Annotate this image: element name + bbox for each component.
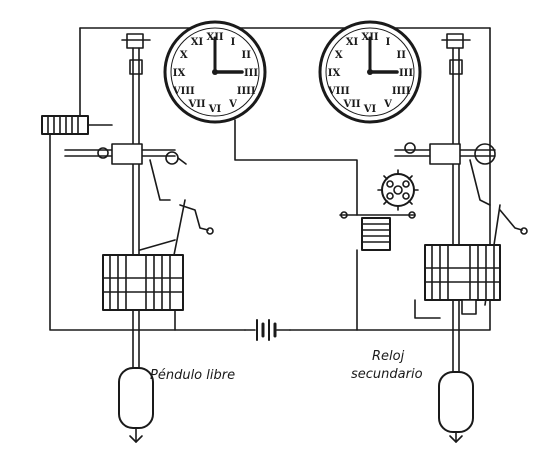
right-dial-numeral: III	[399, 68, 413, 79]
left-dial-numeral: III	[244, 68, 258, 79]
right-dial-numeral: X	[335, 50, 343, 61]
left-dial-numeral: IX	[173, 68, 186, 79]
left-dial-numeral: IIII	[237, 86, 256, 97]
free-pendulum	[118, 33, 154, 443]
left-dial-numeral: VII	[187, 99, 205, 110]
left-dial-numeral: VI	[208, 104, 222, 115]
right-dial-numeral: II	[397, 50, 407, 61]
left-lever-assembly	[64, 143, 214, 301]
slave-pendulum	[438, 33, 474, 443]
slave-clock-label-line2: secundario	[351, 367, 423, 382]
right-dial-numeral: VI	[363, 104, 377, 115]
left-dial-numeral: II	[242, 50, 252, 61]
circuit-wiring	[49, 27, 491, 331]
right-dial-numeral: IIII	[392, 86, 411, 97]
right-clock-dial: XIIIIIIIIIIIIVVIVIIVIIIIXXXI	[318, 20, 422, 124]
right-dial-numeral: VII	[342, 99, 360, 110]
right-lever-assembly	[394, 142, 528, 306]
left-clock-dial: XIIIIIIIIIIIIVVIVIIVIIIIXXXI	[163, 20, 267, 124]
slave-clock-label-line1: Reloj	[372, 349, 405, 364]
right-lower-coil	[424, 244, 501, 315]
left-electromagnet	[41, 115, 113, 135]
right-dial-numeral: VIII	[327, 86, 350, 97]
left-dial-numeral: X	[180, 50, 188, 61]
left-lower-coil	[102, 239, 184, 311]
right-dial-numeral: V	[383, 99, 392, 110]
left-dial-numeral: V	[228, 99, 237, 110]
count-wheel	[377, 169, 419, 211]
slave-electromagnet	[339, 211, 416, 251]
right-dial-numeral: IX	[328, 68, 341, 79]
battery-icon	[244, 319, 291, 341]
right-dial-numeral: XI	[346, 37, 359, 48]
right-dial-numeral: I	[386, 37, 391, 48]
free-pendulum-label: Péndulo libre	[150, 368, 236, 383]
left-dial-numeral: I	[231, 37, 236, 48]
left-dial-numeral: XI	[191, 37, 204, 48]
left-dial-numeral: VIII	[172, 86, 195, 97]
